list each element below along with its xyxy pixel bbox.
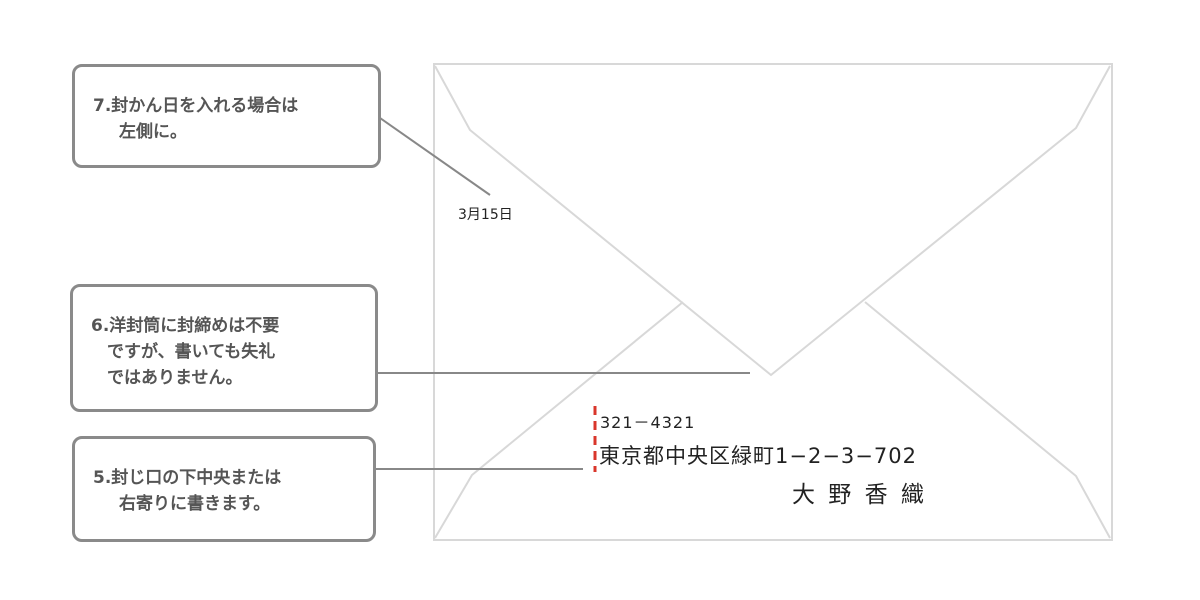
callout-6-line-1: 6.洋封筒に封締めは不要 bbox=[91, 316, 280, 336]
callout-7-line-2: 左側に。 bbox=[119, 122, 187, 142]
envelope-right-fold bbox=[864, 301, 1111, 539]
callout-7-line-1: 7.封かん日を入れる場合は bbox=[93, 96, 299, 116]
leader-line-7 bbox=[379, 117, 491, 196]
postal-code: 321－4321 bbox=[600, 413, 696, 432]
callout-5-line-1: 5.封じ口の下中央または bbox=[93, 468, 282, 488]
callout-6: 6.洋封筒に封締めは不要 ですが、書いても失礼 ではありません。 bbox=[70, 284, 378, 412]
callout-7: 7.封かん日を入れる場合は 左側に。 bbox=[72, 64, 381, 168]
callout-5-line-2: 右寄りに書きます。 bbox=[119, 494, 271, 514]
callout-5: 5.封じ口の下中央または 右寄りに書きます。 bbox=[72, 436, 376, 542]
envelope-left-fold bbox=[434, 301, 684, 539]
sender-address: 東京都中央区緑町1−2−3−702 bbox=[599, 444, 917, 468]
callout-6-line-3: ではありません。 bbox=[107, 368, 243, 388]
sender-name: 大 野 香 織 bbox=[792, 482, 927, 508]
callout-6-line-2: ですが、書いても失礼 bbox=[107, 342, 276, 362]
envelope-top-flap bbox=[434, 65, 1111, 377]
seal-date: 3月15日 bbox=[458, 207, 513, 223]
envelope-outline bbox=[433, 63, 1113, 541]
